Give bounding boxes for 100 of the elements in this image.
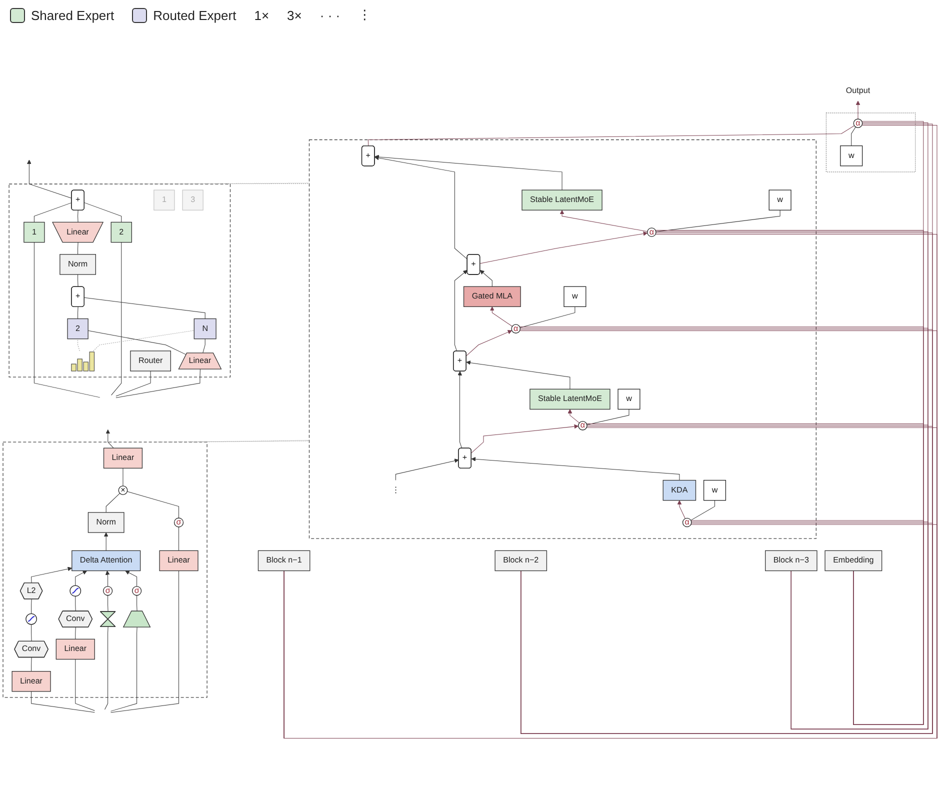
node-box: Linear: [12, 671, 51, 692]
node-circle: α: [647, 228, 656, 237]
connector: [116, 370, 151, 396]
connector: [106, 493, 120, 513]
node-box: KDA: [662, 480, 696, 501]
node-box: Stable LatentMoE: [530, 388, 610, 410]
connector: [690, 500, 715, 521]
connector: [31, 598, 32, 614]
arrow: [374, 154, 562, 190]
arrow: [106, 429, 114, 448]
connector: [75, 596, 76, 612]
connector: [34, 242, 100, 398]
arrow: [75, 570, 88, 586]
connector: [34, 202, 72, 222]
node-box: w: [768, 190, 792, 210]
cluster: [308, 139, 816, 539]
node-circle: σ: [132, 586, 142, 596]
connector: [104, 626, 108, 710]
node-box: Linear: [103, 448, 143, 469]
node-box: N: [194, 318, 216, 340]
node-box: Router: [130, 350, 171, 372]
node-box: w: [703, 480, 726, 501]
connector: [851, 126, 856, 146]
connector: [116, 369, 200, 398]
node-circle: ×: [118, 486, 128, 496]
arrow: [677, 500, 686, 519]
arrow: [466, 330, 512, 356]
node-circle: α: [853, 118, 863, 128]
arrow: [471, 424, 579, 454]
node-box: Stable LatentMoE: [522, 190, 602, 210]
arrow: [374, 156, 468, 260]
arrow: [480, 270, 492, 287]
node-box: 1: [154, 190, 175, 210]
node-box: Block n−1: [258, 550, 310, 572]
node-box: 1: [24, 222, 45, 243]
connector: [178, 526, 180, 551]
connector: [368, 125, 855, 146]
node-box: Linear: [56, 638, 95, 660]
connector: [126, 491, 180, 518]
node-box: w: [564, 286, 586, 307]
node-text: ⋮: [392, 486, 400, 494]
node-box: Linear: [159, 550, 198, 572]
ellipsis-dots: · · ·: [320, 8, 340, 22]
connector: [520, 522, 933, 734]
node-circle: α: [511, 324, 521, 334]
node-trapezoid: [122, 610, 151, 628]
connector: [202, 338, 206, 354]
ellipsis-dots: ⋮: [358, 7, 372, 23]
connector: [84, 297, 206, 319]
connector: [31, 624, 32, 642]
arrow: [466, 360, 570, 390]
node-box: Block n−2: [494, 550, 548, 572]
connector: [110, 627, 138, 712]
node-circle: α: [682, 518, 692, 528]
dashed-line: [93, 330, 194, 352]
arrow: [104, 532, 108, 551]
node-box: 2: [67, 318, 88, 340]
arrow: [490, 306, 513, 327]
connector: [88, 330, 187, 355]
cluster: [2, 442, 208, 698]
node-box: 3: [182, 190, 204, 210]
legend-label: Shared Expert: [31, 8, 114, 22]
connector: [31, 657, 32, 672]
cluster: [826, 112, 916, 172]
arrow: [458, 371, 462, 449]
connector: [75, 627, 76, 640]
node-circle: σ: [102, 586, 113, 596]
node-box: 2: [110, 222, 132, 243]
node-box: Norm: [88, 512, 124, 533]
arrow: [856, 100, 860, 120]
node-box: Embedding: [824, 550, 882, 572]
connector: [111, 242, 122, 396]
arrow: [105, 570, 110, 587]
connector: [136, 595, 138, 612]
dashed-line: [78, 338, 80, 352]
connector: [31, 691, 95, 713]
arrow: [31, 566, 72, 584]
dashed-line: [158, 440, 310, 442]
arrow: [560, 210, 648, 232]
connector: [586, 409, 630, 425]
repeat-count: 3×: [287, 8, 302, 22]
connector: [84, 202, 122, 222]
repeat-count: 1×: [254, 8, 270, 22]
dashed-line: [192, 440, 310, 442]
dashed-line: [176, 182, 310, 184]
connector: [284, 524, 938, 738]
arrow: [471, 456, 680, 481]
node-box: Block n−3: [765, 550, 818, 572]
node-box: w: [840, 145, 863, 166]
node-box: Delta Attention: [72, 550, 141, 572]
node-box: Norm: [60, 254, 96, 275]
arrow: [454, 270, 468, 352]
connector: [110, 570, 180, 713]
arrow: [26, 160, 72, 198]
connector: [520, 306, 576, 328]
dashed-line: [78, 183, 310, 184]
node-circle: σ: [174, 518, 184, 528]
arrow: [395, 458, 459, 481]
arrow: [125, 570, 138, 587]
arrow: [480, 231, 648, 264]
